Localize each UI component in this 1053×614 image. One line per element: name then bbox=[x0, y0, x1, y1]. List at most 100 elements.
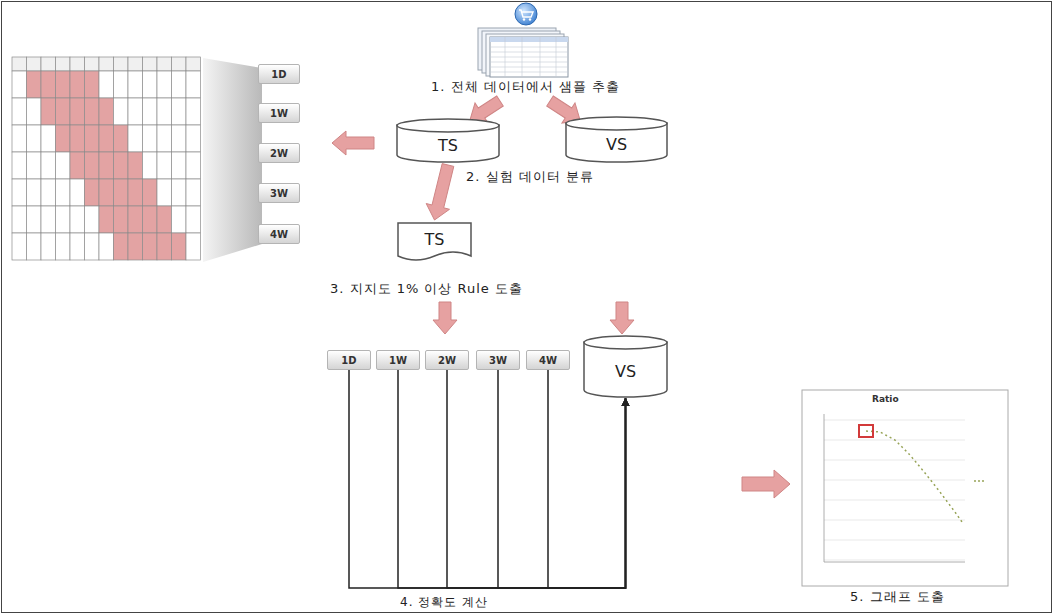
database-cylinder: VS bbox=[565, 116, 668, 162]
table-header-cell bbox=[27, 57, 42, 71]
table-cell bbox=[128, 179, 143, 206]
period-button: 4W bbox=[526, 350, 570, 370]
connector-line bbox=[498, 370, 626, 588]
table-cell bbox=[114, 71, 129, 98]
table-cell bbox=[114, 179, 129, 206]
arrow-head bbox=[622, 398, 630, 406]
table-cell bbox=[172, 179, 187, 206]
cart-icon bbox=[515, 3, 537, 25]
node-label: VS bbox=[606, 135, 627, 154]
table-cell bbox=[186, 98, 201, 125]
table-cell bbox=[70, 233, 85, 260]
table-cell bbox=[56, 125, 71, 152]
cylinder-top bbox=[566, 117, 667, 130]
table-cell bbox=[70, 206, 85, 233]
connector-line bbox=[398, 370, 626, 588]
table-cell bbox=[157, 98, 172, 125]
table-cell bbox=[99, 125, 114, 152]
database-cylinder: VS bbox=[583, 335, 668, 397]
table-cell bbox=[85, 206, 100, 233]
cylinder-top bbox=[584, 336, 667, 349]
merge-connector bbox=[548, 370, 630, 588]
table-cell bbox=[128, 233, 143, 260]
merge-connector bbox=[349, 370, 630, 588]
table-header-cell bbox=[143, 57, 158, 71]
table-header-cell bbox=[172, 57, 187, 71]
table-cell bbox=[186, 206, 201, 233]
table-cell bbox=[27, 206, 42, 233]
ratio-graph bbox=[802, 390, 1008, 586]
step-label: 2. 실험 데이터 분류 bbox=[466, 169, 594, 185]
table-cell bbox=[114, 206, 129, 233]
table-cell bbox=[85, 233, 100, 260]
table-cell bbox=[41, 98, 56, 125]
table-cell bbox=[172, 233, 187, 260]
period-button: 3W bbox=[258, 183, 300, 203]
arrow-head bbox=[622, 398, 630, 406]
connector-line bbox=[548, 370, 626, 588]
period-button: 1D bbox=[327, 350, 371, 370]
arrow-head bbox=[622, 398, 630, 406]
graph-title: Ratio bbox=[872, 394, 899, 405]
step-label: 3. 지지도 1% 이상 Rule 도출 bbox=[330, 281, 523, 297]
table-cell bbox=[186, 179, 201, 206]
table-header-cell bbox=[128, 57, 143, 71]
table-cell bbox=[56, 98, 71, 125]
table-cell bbox=[12, 179, 27, 206]
table-cell bbox=[56, 233, 71, 260]
table-cell bbox=[186, 125, 201, 152]
table-cell bbox=[27, 233, 42, 260]
node-label: 1D bbox=[271, 69, 286, 80]
table-header-cell bbox=[12, 57, 27, 71]
table-cell bbox=[143, 233, 158, 260]
step-label: 4. 정확도 계산 bbox=[400, 595, 488, 609]
table-header-cell bbox=[114, 57, 129, 71]
period-button: 3W bbox=[476, 350, 520, 370]
node-label: TS bbox=[425, 230, 445, 249]
table-cell bbox=[85, 179, 100, 206]
table-cell bbox=[114, 152, 129, 179]
table-cell bbox=[186, 233, 201, 260]
node-label: TS bbox=[438, 136, 458, 155]
period-funnel bbox=[203, 58, 262, 262]
table-cell bbox=[186, 71, 201, 98]
table-cell bbox=[27, 179, 42, 206]
table-cell bbox=[128, 152, 143, 179]
table-cell bbox=[41, 152, 56, 179]
node-label: 1D bbox=[341, 355, 356, 366]
table-cell bbox=[56, 179, 71, 206]
table-cell bbox=[41, 179, 56, 206]
table-cell bbox=[12, 152, 27, 179]
table-cell bbox=[56, 206, 71, 233]
connector-line bbox=[447, 370, 626, 588]
period-button: 2W bbox=[425, 350, 469, 370]
table-cell bbox=[157, 125, 172, 152]
table-cell bbox=[12, 206, 27, 233]
table-cell bbox=[128, 125, 143, 152]
table-cell bbox=[41, 125, 56, 152]
table-cell bbox=[85, 125, 100, 152]
table-cell bbox=[27, 71, 42, 98]
node-label: 1W bbox=[389, 355, 407, 366]
table-header-cell bbox=[157, 57, 172, 71]
table-cell bbox=[99, 206, 114, 233]
table-cell bbox=[143, 179, 158, 206]
period-button: 1W bbox=[376, 350, 420, 370]
table-cell bbox=[12, 71, 27, 98]
table-header-cell bbox=[56, 57, 71, 71]
table-cell bbox=[172, 71, 187, 98]
table-cell bbox=[12, 98, 27, 125]
table-cell bbox=[143, 206, 158, 233]
table-cell bbox=[41, 233, 56, 260]
table-cell bbox=[128, 98, 143, 125]
arrow-body bbox=[426, 164, 454, 220]
table-cell bbox=[172, 152, 187, 179]
node-label: 3W bbox=[270, 188, 288, 199]
table-cell bbox=[56, 71, 71, 98]
table-cell bbox=[27, 152, 42, 179]
cylinder-body bbox=[584, 342, 667, 397]
table-cell bbox=[143, 125, 158, 152]
table-cell bbox=[114, 98, 129, 125]
node-label: 4W bbox=[539, 355, 557, 366]
node-label: 3W bbox=[489, 355, 507, 366]
